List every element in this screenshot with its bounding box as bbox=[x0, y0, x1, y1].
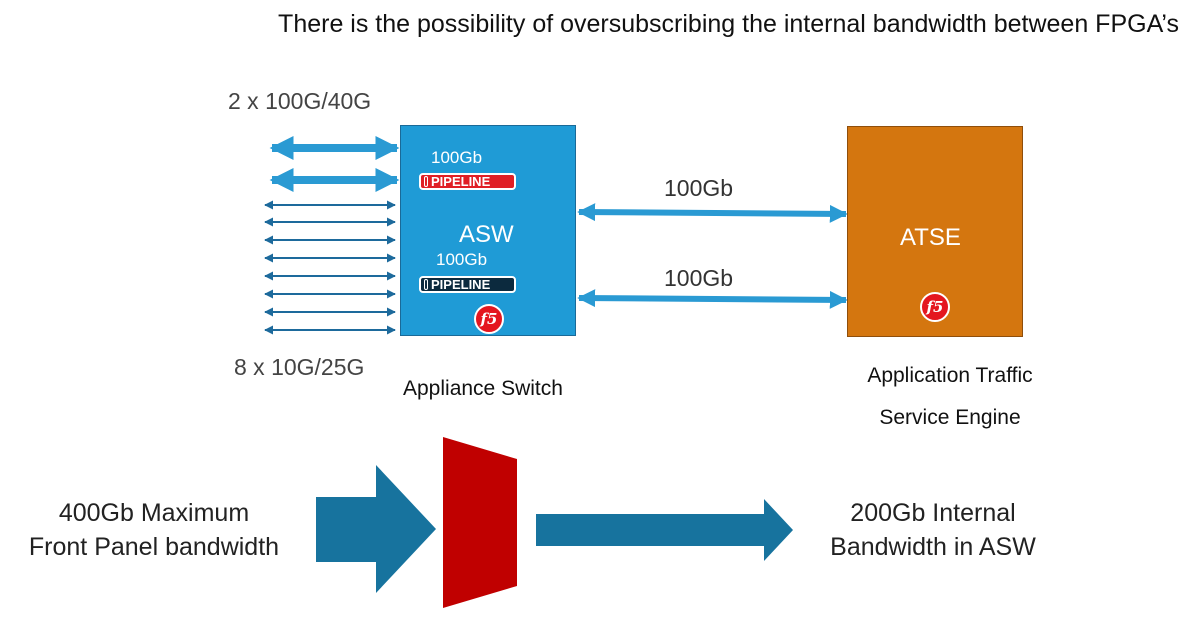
internal-bandwidth-label: 200Gb Internal Bandwidth in ASW bbox=[800, 496, 1066, 564]
oversubscription-funnel bbox=[443, 437, 517, 608]
internal-bandwidth-line-2: Bandwidth in ASW bbox=[830, 533, 1036, 561]
front-port-10g-label: 8 x 10G/25G bbox=[234, 354, 365, 380]
atse-caption-line-1: Application Traffic bbox=[867, 364, 1033, 387]
front-panel-bandwidth-line-1: 400Gb Maximum bbox=[58, 499, 250, 527]
front-panel-bandwidth-label: 400Gb Maximum Front Panel bandwidth bbox=[2, 496, 306, 564]
asw-pipeline-2-badge: PIPELINE bbox=[419, 276, 516, 293]
internal-bandwidth-line-1: 200Gb Internal bbox=[850, 499, 1016, 527]
asw-caption: Appliance Switch bbox=[403, 377, 563, 400]
front-panel-bandwidth-arrow bbox=[316, 465, 436, 593]
atse-caption-line-2: Service Engine bbox=[879, 406, 1021, 429]
asw-title: ASW bbox=[459, 221, 514, 248]
asw-pipeline-1-badge: PIPELINE bbox=[419, 173, 516, 190]
asw-pipeline-2-speed: 100Gb bbox=[436, 250, 488, 269]
atse-caption: Application Traffic Service Engine bbox=[840, 355, 1060, 439]
link-1-label: 100Gb bbox=[664, 175, 734, 201]
atse-title: ATSE bbox=[900, 224, 961, 251]
atse-f5-logo: f5 bbox=[920, 292, 950, 322]
internal-bandwidth-arrow bbox=[536, 499, 793, 561]
asw-atse-link-arrow-1 bbox=[577, 203, 848, 223]
front-port-100g-label: 2 x 100G/40G bbox=[228, 88, 372, 114]
asw-box bbox=[400, 125, 576, 336]
asw-f5-logo: f5 bbox=[474, 304, 504, 334]
asw-pipeline-1-speed: 100Gb bbox=[431, 148, 483, 167]
link-2-label: 100Gb bbox=[664, 265, 734, 291]
diagram-title: There is the possibility of oversubscrib… bbox=[278, 10, 1179, 38]
asw-atse-link-arrow-2 bbox=[577, 289, 848, 309]
front-panel-bandwidth-line-2: Front Panel bandwidth bbox=[28, 533, 280, 561]
front-port-10g-arrows bbox=[264, 200, 396, 335]
